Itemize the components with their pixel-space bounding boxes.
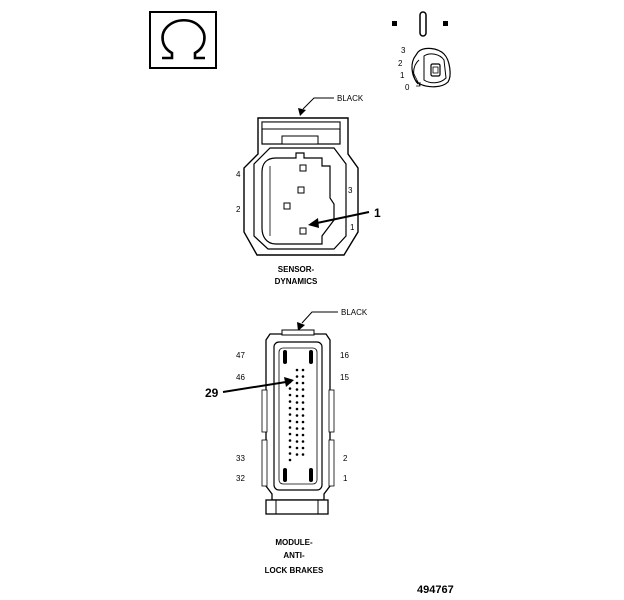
connector-pin — [295, 375, 299, 378]
connector-pin — [288, 458, 292, 462]
connector-name: SENSOR- — [278, 265, 315, 274]
cavity-number: 3 — [348, 186, 353, 195]
connector-pin — [301, 368, 305, 372]
connector-pin — [295, 381, 299, 385]
connector-pin — [301, 414, 305, 417]
connector-pin — [288, 419, 292, 423]
connector-pin — [288, 432, 292, 436]
connector-pin — [301, 420, 305, 424]
connector-pin — [301, 446, 305, 450]
connector-pin — [295, 401, 299, 404]
connector-pin — [295, 440, 299, 443]
connector-pin — [288, 452, 292, 455]
connector-pin — [301, 440, 305, 443]
cavity-number: 15 — [340, 373, 349, 382]
terminal-key-label: 3 — [401, 46, 406, 55]
connector-pin — [301, 375, 305, 378]
connector-pin — [295, 420, 299, 424]
connector-pin — [301, 407, 305, 411]
connector-pin — [295, 433, 299, 437]
cavity-number: 1 — [343, 474, 348, 483]
connector-pin — [295, 394, 299, 398]
connector-pin — [295, 427, 299, 430]
connector-pin — [295, 368, 299, 372]
connector-name: DYNAMICS — [275, 277, 318, 286]
connector-name: MODULE- — [275, 538, 313, 547]
connector-pin — [288, 406, 292, 410]
connector-pin — [301, 401, 305, 404]
connector-pin — [288, 426, 292, 429]
cavity-number: 33 — [236, 454, 245, 463]
connector-pin — [288, 387, 292, 390]
cavity-number: 4 — [236, 170, 241, 179]
terminal-key-label: 2 — [398, 59, 403, 68]
connector-pin — [288, 445, 292, 449]
connector-pin — [301, 381, 305, 385]
cavity-number: 47 — [236, 351, 245, 360]
cavity-number: 2 — [343, 454, 348, 463]
sensor-connector: BLACK 1 4 2 3 1 SENSOR- DYNAMICS — [236, 94, 381, 286]
connector-pin — [301, 394, 305, 398]
callout-number: 1 — [374, 206, 381, 220]
cavity-number: 32 — [236, 474, 245, 483]
connector-pin — [288, 439, 292, 442]
connector-pin — [301, 427, 305, 430]
connector-pin — [295, 453, 299, 456]
terminal-key-label: 1 — [400, 71, 405, 80]
connector-pin — [301, 433, 305, 437]
terminal-probe-icon — [392, 11, 448, 37]
connector-name: LOCK BRAKES — [265, 566, 324, 575]
connector-pin — [301, 388, 305, 391]
connector-color-label: BLACK — [337, 94, 364, 103]
ohm-symbol-icon — [149, 11, 217, 69]
figure-number: 494767 — [417, 584, 454, 596]
terminal-key-icon: 3 2 1 0 — [398, 46, 451, 92]
cavity-number: 46 — [236, 373, 245, 382]
cavity-number: 2 — [236, 205, 241, 214]
terminal-key-label: 0 — [405, 83, 410, 92]
connector-pin — [295, 388, 299, 391]
connector-pin — [295, 407, 299, 411]
connector-pin — [295, 414, 299, 417]
connector-pin — [288, 400, 292, 403]
callout-number: 29 — [205, 386, 219, 400]
connector-color-label: BLACK — [341, 308, 368, 317]
connector-pin — [288, 393, 292, 397]
connector-pin — [288, 413, 292, 416]
connector-pin — [301, 453, 305, 456]
connector-pin — [295, 446, 299, 450]
abs-connector: BLACK 29 47 46 33 32 16 15 2 1 — [205, 308, 368, 575]
cavity-number: 16 — [340, 351, 349, 360]
pin-field — [288, 368, 305, 462]
connector-name: ANTI- — [283, 551, 305, 560]
cavity-number: 1 — [350, 223, 355, 232]
